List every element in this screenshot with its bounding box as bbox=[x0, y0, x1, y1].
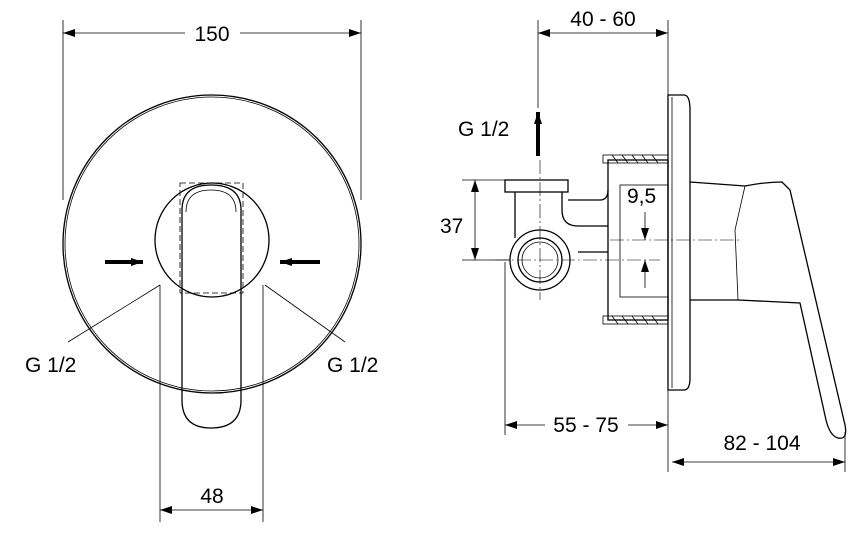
handle-boss bbox=[154, 182, 270, 298]
inlet-left-label: G 1/2 bbox=[25, 354, 76, 377]
offset-dimension-label: 9,5 bbox=[627, 185, 656, 208]
escutcheon-plate bbox=[62, 94, 362, 394]
handle-width-label: 48 bbox=[200, 485, 223, 508]
handle-lever bbox=[181, 184, 242, 429]
handle-projection-label: 82 - 104 bbox=[723, 432, 800, 455]
front-view: 150 48 G 1/2 G 1/2 bbox=[25, 20, 378, 522]
depth-top-label: 40 - 60 bbox=[570, 8, 635, 31]
wall-plate bbox=[667, 94, 691, 391]
height-dimension-label: 37 bbox=[440, 215, 463, 238]
valve-body-top bbox=[504, 179, 569, 193]
inlet-right-label: G 1/2 bbox=[327, 354, 378, 377]
side-handle-lever bbox=[689, 181, 847, 439]
outlet-label: G 1/2 bbox=[458, 118, 509, 141]
escutcheon-inner-ring bbox=[64, 96, 360, 392]
side-view: 40 - 60 G 1/2 37 9,5 55 - 75 bbox=[440, 8, 847, 472]
installation-depth-label: 55 - 75 bbox=[553, 414, 618, 437]
width-dimension-label: 150 bbox=[194, 23, 229, 46]
